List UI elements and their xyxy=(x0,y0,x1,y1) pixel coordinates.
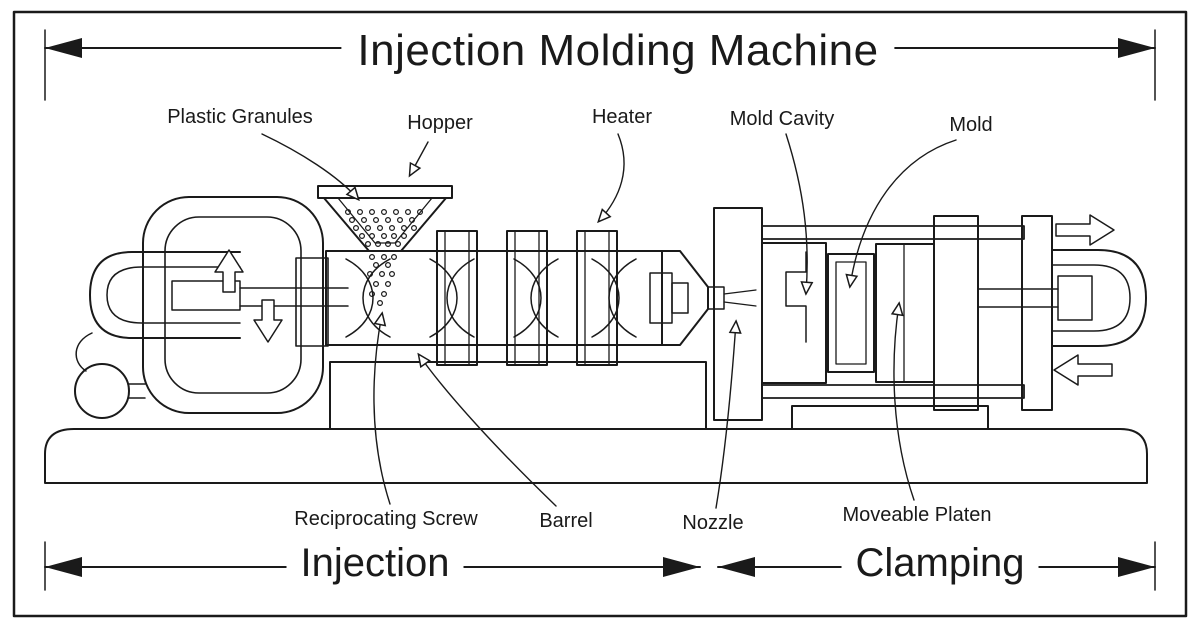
clamp-end-plate xyxy=(1021,215,1053,411)
label-barrel: Barrel xyxy=(533,510,599,533)
motor-housing xyxy=(142,196,329,414)
barrel-leader xyxy=(419,355,557,507)
mold-leader xyxy=(850,139,957,286)
mold-pedestal xyxy=(791,405,989,430)
section-label-clamping: Clamping xyxy=(841,541,1039,586)
left-arrow-icon xyxy=(1053,354,1113,386)
mold-blocks xyxy=(761,242,875,384)
machine-base xyxy=(44,428,1148,484)
section-label-injection: Injection xyxy=(286,541,464,586)
moveable-platen-leader xyxy=(894,304,915,501)
frame-border xyxy=(12,10,1188,618)
label-heater: Heater xyxy=(585,106,659,129)
heater-leader xyxy=(599,133,625,221)
mold-cavity-leader xyxy=(785,133,807,293)
moveable-platen-shape xyxy=(875,215,979,411)
hopper-leader xyxy=(410,141,429,175)
nozzle-shape xyxy=(649,250,757,346)
pump-circle xyxy=(74,332,146,419)
label-reciprocating-screw: Reciprocating Screw xyxy=(288,508,484,531)
tie-bars xyxy=(761,225,1025,399)
movement-arrows xyxy=(214,214,1115,386)
nozzle-leader xyxy=(715,322,736,509)
barrel-shape xyxy=(325,250,663,346)
fixed-platen-shape xyxy=(713,207,763,421)
hopper-shape xyxy=(317,185,453,252)
label-nozzle: Nozzle xyxy=(676,512,750,535)
down-arrow-icon xyxy=(253,299,283,343)
leader-lines xyxy=(261,133,957,509)
label-mold: Mold xyxy=(943,114,999,137)
up-arrow-icon xyxy=(214,249,244,293)
heater-bands xyxy=(436,230,618,366)
hydraulic-cylinder xyxy=(89,251,349,339)
clamp-cylinder xyxy=(977,249,1147,347)
plastic-granules-leader xyxy=(261,133,358,199)
label-hopper: Hopper xyxy=(401,112,479,135)
label-moveable-platen: Moveable Platen xyxy=(836,504,998,527)
injection-pedestal xyxy=(329,361,707,430)
reciprocating-screw-leader xyxy=(373,314,391,505)
right-arrow-icon xyxy=(1055,214,1115,246)
label-plastic-granules: Plastic Granules xyxy=(161,106,319,129)
page-title: Injection Molding Machine xyxy=(341,26,895,76)
screw-flights xyxy=(345,258,637,338)
label-mold-cavity: Mold Cavity xyxy=(723,108,841,131)
